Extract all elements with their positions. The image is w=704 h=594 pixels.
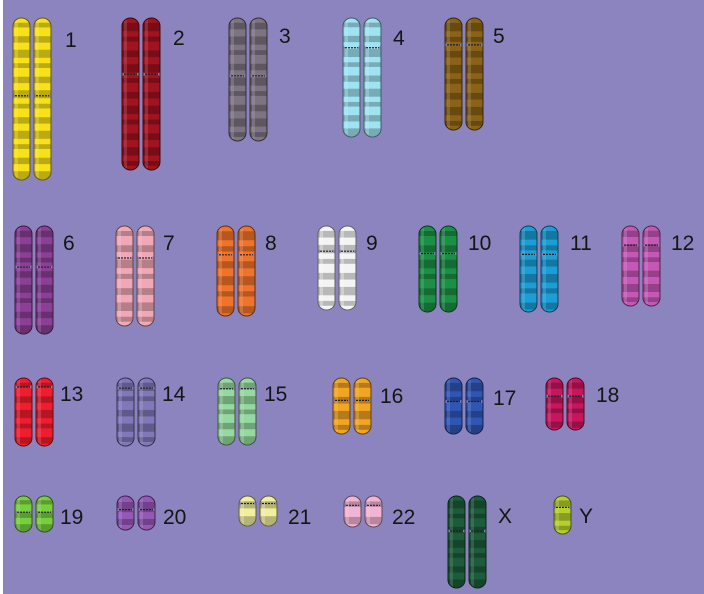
chromosome-label-6: 6 — [63, 233, 75, 254]
chromatid — [14, 496, 33, 532]
chromosome-svg-5 — [444, 17, 484, 131]
chromatid — [444, 378, 463, 434]
chromatid — [217, 378, 236, 445]
chromosome-svg-15 — [217, 377, 257, 446]
chromatid — [14, 226, 33, 334]
chromatid — [33, 18, 52, 180]
chromatid — [465, 18, 484, 130]
chromatid — [342, 18, 361, 137]
chromatid — [14, 378, 33, 446]
chromatid — [444, 18, 463, 130]
chromosome-label-3: 3 — [279, 26, 291, 47]
chromatid — [519, 226, 538, 312]
chromosome-svg-4 — [342, 17, 382, 138]
chromatid — [338, 226, 357, 310]
chromosome-svg-2 — [121, 17, 161, 171]
chromosome-svg-9 — [317, 225, 357, 311]
chromosome-label-10: 10 — [468, 233, 491, 254]
chromosome-svg-3 — [228, 17, 268, 142]
chromosome-svg-7 — [115, 225, 155, 327]
chromatid — [12, 18, 31, 180]
chromatid — [35, 378, 54, 446]
chromatid — [137, 496, 156, 530]
chromosome-svg-1 — [12, 17, 52, 181]
chromatid — [115, 226, 134, 326]
chromatid — [566, 378, 585, 430]
chromosome-label-17: 17 — [493, 388, 516, 409]
chromosome-label-16: 16 — [380, 386, 403, 407]
chromosome-label-21: 21 — [288, 507, 311, 528]
chromosome-svg-6 — [14, 225, 54, 335]
chromatid — [35, 226, 54, 334]
chromatid — [228, 18, 247, 141]
chromatid — [332, 378, 351, 434]
chromatid — [137, 378, 156, 446]
chromosome-label-9: 9 — [366, 233, 378, 254]
chromosome-svg-13 — [14, 377, 54, 447]
chromatid — [136, 226, 155, 326]
chromatid — [317, 226, 336, 310]
chromatid — [642, 226, 661, 306]
chromosome-svg-20 — [116, 495, 156, 531]
chromatid — [238, 378, 257, 445]
chromosome-svg-19 — [14, 495, 54, 533]
chromosome-label-15: 15 — [264, 384, 287, 405]
chromatid — [116, 496, 135, 530]
chromosome-svg-14 — [116, 377, 156, 447]
chromosome-label-19: 19 — [60, 507, 83, 528]
chromosome-svg-10 — [418, 225, 458, 313]
chromatid — [353, 378, 372, 434]
chromosome-svg-8 — [216, 225, 256, 317]
chromosome-svg-21 — [238, 495, 278, 527]
chromatid — [465, 378, 484, 434]
chromatid — [343, 496, 362, 527]
chromatid — [237, 226, 256, 316]
chromosome-label-1: 1 — [65, 30, 77, 51]
chromosome-svg-17 — [444, 377, 484, 435]
chromosome-svg-x — [447, 495, 487, 589]
chromosome-label-18: 18 — [596, 385, 619, 406]
chromatid — [621, 226, 640, 306]
chromatid — [364, 496, 383, 527]
chromosome-label-7: 7 — [163, 233, 175, 254]
chromatid — [35, 496, 54, 532]
chromatid — [545, 378, 564, 430]
chromosome-svg-12 — [621, 225, 661, 307]
chromosome-svg-18 — [545, 377, 585, 431]
chromatid — [468, 496, 487, 588]
chromosome-label-x: X — [498, 506, 512, 527]
chromatid — [553, 496, 572, 534]
chromatid — [216, 226, 235, 316]
chromatid — [121, 18, 140, 170]
chromosome-label-12: 12 — [671, 233, 694, 254]
chromatid — [116, 378, 135, 446]
chromatid — [363, 18, 382, 137]
chromosome-label-22: 22 — [392, 507, 415, 528]
chromosome-label-4: 4 — [393, 28, 405, 49]
chromosome-svg-y — [553, 495, 572, 535]
chromosome-svg-16 — [332, 377, 372, 435]
karyotype-diagram: 1 2 3 4 5 6 7 8 9 10 11 12 13 14 15 16 1… — [3, 0, 704, 594]
chromosome-label-13: 13 — [60, 384, 83, 405]
chromatid — [540, 226, 559, 312]
chromatid — [439, 226, 458, 312]
chromosome-svg-22 — [343, 495, 383, 528]
chromatid — [142, 18, 161, 170]
chromosome-svg-11 — [519, 225, 559, 313]
chromosome-label-11: 11 — [570, 233, 592, 254]
chromosome-label-5: 5 — [493, 26, 505, 47]
chromosome-label-8: 8 — [265, 233, 277, 254]
chromatid — [249, 18, 268, 141]
chromosome-label-2: 2 — [173, 28, 185, 49]
chromosome-label-y: Y — [579, 506, 593, 527]
chromatid — [418, 226, 437, 312]
chromosome-label-20: 20 — [163, 507, 186, 528]
chromatid — [238, 496, 257, 526]
chromatid — [259, 496, 278, 526]
chromosome-label-14: 14 — [162, 384, 185, 405]
chromatid — [447, 496, 466, 588]
